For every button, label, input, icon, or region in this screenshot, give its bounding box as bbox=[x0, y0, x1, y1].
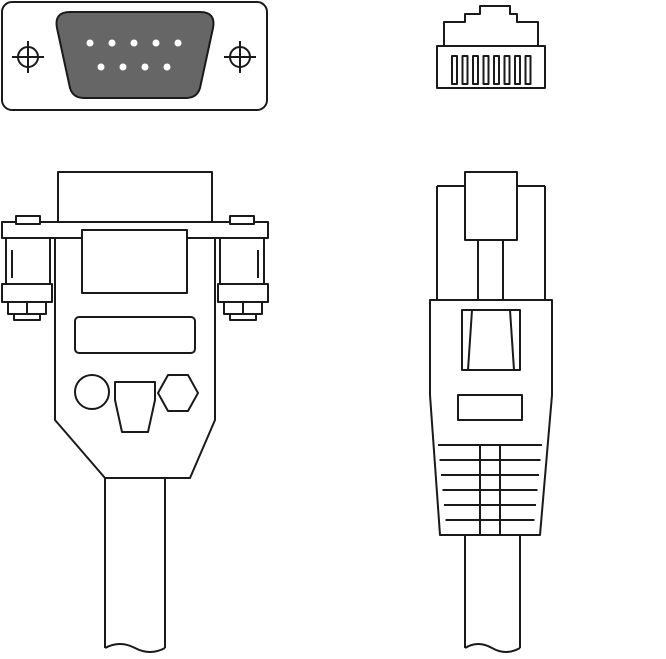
dsub-pins bbox=[86, 39, 182, 71]
contact-slot bbox=[493, 55, 500, 85]
pin bbox=[130, 39, 138, 47]
rj45-face-icon bbox=[436, 5, 546, 89]
pin bbox=[152, 39, 160, 47]
contact-slot bbox=[524, 55, 532, 85]
dsub-shell bbox=[55, 11, 215, 99]
pin bbox=[163, 63, 171, 71]
pin bbox=[86, 39, 94, 47]
contact-slot bbox=[503, 55, 511, 85]
contact-slot bbox=[482, 55, 490, 85]
dsub-connector-side-icon bbox=[1, 171, 269, 479]
pin bbox=[97, 63, 105, 71]
pin bbox=[174, 39, 182, 47]
contact-slot bbox=[514, 55, 521, 85]
pin bbox=[119, 63, 127, 71]
rj45-contact-slots bbox=[451, 55, 532, 85]
contact-slot bbox=[472, 55, 479, 85]
mounting-hole-right bbox=[224, 41, 256, 73]
rj45-connector-side-icon bbox=[429, 171, 553, 536]
pin bbox=[108, 39, 116, 47]
rj45-boot-ribs bbox=[438, 444, 542, 521]
contact-slot bbox=[451, 55, 458, 85]
cable-icon bbox=[464, 535, 521, 653]
dsub-face-icon bbox=[1, 1, 268, 111]
mounting-hole-left bbox=[12, 41, 44, 73]
cable-icon bbox=[104, 478, 166, 653]
contact-slot bbox=[461, 55, 469, 85]
pin bbox=[141, 63, 149, 71]
